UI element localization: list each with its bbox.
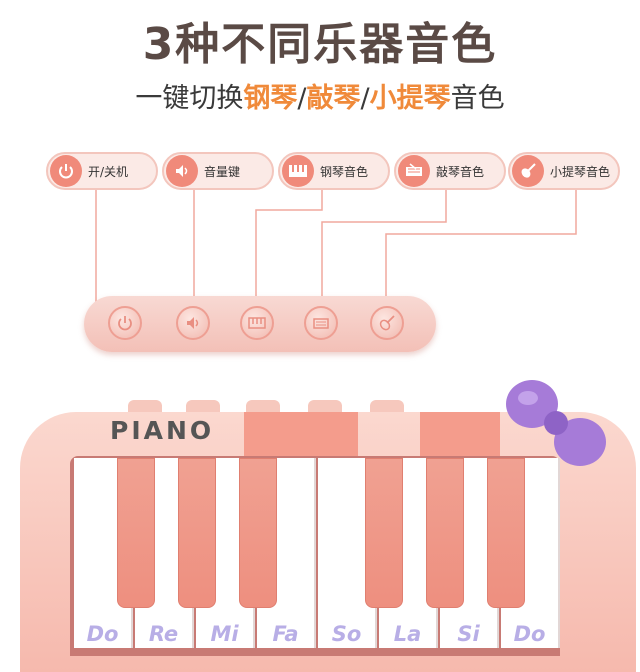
black-key[interactable] xyxy=(487,458,525,608)
power-icon xyxy=(118,316,132,331)
black-key[interactable] xyxy=(117,458,155,608)
device-button-nub xyxy=(246,400,280,414)
speaker-icon xyxy=(166,155,198,187)
body-stripe xyxy=(244,412,358,460)
power-button[interactable] xyxy=(108,306,142,340)
piano-brand-label: PIANO xyxy=(110,416,215,445)
dulcimer-icon xyxy=(313,318,329,329)
subtitle-suffix: 音色 xyxy=(450,83,505,114)
note-label: Re xyxy=(148,622,179,646)
label-violin: 小提琴音色 xyxy=(508,152,620,190)
label-piano: 钢琴音色 xyxy=(278,152,390,190)
subtitle-separator-1: / xyxy=(297,83,307,114)
note-label: Mi xyxy=(210,622,239,646)
violin-voice-button[interactable] xyxy=(370,306,404,340)
label-power-text: 开/关机 xyxy=(88,164,129,179)
label-volume-text: 音量键 xyxy=(204,164,241,179)
note-label: Si xyxy=(457,622,480,646)
bow-decoration xyxy=(506,380,606,466)
label-power: 开/关机 xyxy=(46,152,158,190)
violin-icon xyxy=(512,155,544,187)
note-label: Do xyxy=(513,622,546,646)
piano-keys-icon xyxy=(282,155,314,187)
note-label: Fa xyxy=(272,622,299,646)
subtitle-violin: 小提琴 xyxy=(369,83,451,114)
label-piano-text: 钢琴音色 xyxy=(320,164,369,179)
device-button-nub xyxy=(186,400,220,414)
note-label: La xyxy=(393,622,422,646)
violin-icon xyxy=(379,315,395,331)
black-key[interactable] xyxy=(178,458,216,608)
label-violin-text: 小提琴音色 xyxy=(550,164,611,179)
black-key[interactable] xyxy=(426,458,464,608)
dulcimer-icon xyxy=(398,155,430,187)
device-button-nub xyxy=(370,400,404,414)
dulcimer-voice-button[interactable] xyxy=(304,306,338,340)
speaker-icon xyxy=(187,317,199,329)
piano-voice-button[interactable] xyxy=(240,306,274,340)
label-volume: 音量键 xyxy=(162,152,274,190)
body-stripe xyxy=(420,412,500,460)
page-title: 3种不同乐器音色 xyxy=(142,19,498,70)
device-button-nub xyxy=(128,400,162,414)
device-button-nub xyxy=(308,400,342,414)
note-label: Do xyxy=(86,622,119,646)
label-dulcimer-text: 敲琴音色 xyxy=(436,164,485,179)
subtitle: 一键切换钢琴/敲琴/小提琴音色 xyxy=(0,76,640,115)
subtitle-dulcimer: 敲琴 xyxy=(306,83,361,114)
subtitle-piano: 钢琴 xyxy=(243,83,298,114)
subtitle-prefix: 一键切换 xyxy=(135,83,244,114)
black-key[interactable] xyxy=(365,458,403,608)
label-dulcimer: 敲琴音色 xyxy=(394,152,506,190)
black-key[interactable] xyxy=(239,458,277,608)
power-icon xyxy=(50,155,82,187)
subtitle-separator-2: / xyxy=(360,83,370,114)
volume-button[interactable] xyxy=(176,306,210,340)
note-label: So xyxy=(331,622,362,646)
piano-keys-icon xyxy=(248,317,266,329)
